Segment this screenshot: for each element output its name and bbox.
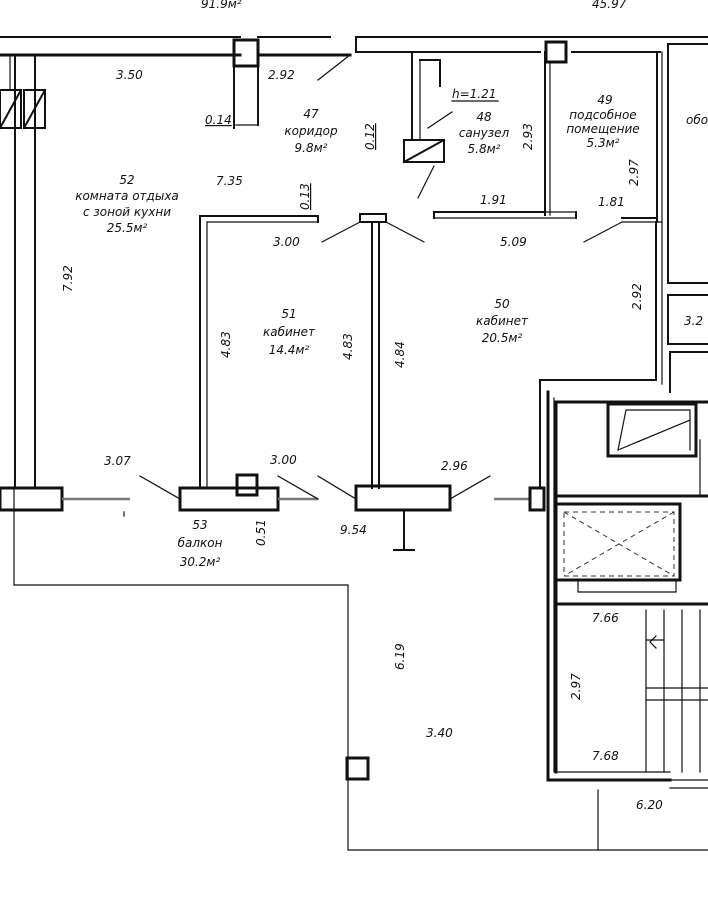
top-area-label: 91.9м²: [201, 0, 242, 11]
bathroom-walls: [233, 51, 577, 219]
svg-text:кабинет: кабинет: [263, 325, 316, 339]
column-top-left: [232, 38, 260, 68]
room-47-corridor: 47 коридор 9.8м²: [284, 107, 338, 155]
svg-text:30.2м²: 30.2м²: [180, 555, 221, 569]
svg-text:2.93: 2.93: [521, 123, 535, 150]
svg-text:0.12: 0.12: [363, 123, 377, 150]
svg-text:49: 49: [597, 93, 612, 107]
svg-text:47: 47: [303, 107, 319, 121]
dimension-labels: 3.50 2.92 0.14 0.12 2.93 2.97 7.35 0.13 …: [61, 68, 663, 812]
svg-text:53: 53: [192, 518, 207, 532]
svg-text:4.84: 4.84: [393, 341, 407, 368]
svg-text:50: 50: [494, 297, 510, 311]
svg-text:2.92: 2.92: [630, 283, 644, 310]
svg-text:52: 52: [119, 173, 134, 187]
svg-text:5.09: 5.09: [500, 235, 527, 249]
top-dimension-label: 45.97: [592, 0, 627, 11]
column-bottom: [345, 756, 370, 781]
room-53-balcony: 53 балкон 30.2м²: [178, 518, 223, 569]
ceiling-height-label: h=1.21: [452, 87, 496, 101]
svg-text:2.92: 2.92: [268, 68, 295, 82]
svg-text:20.5м²: 20.5м²: [482, 331, 523, 345]
svg-text:0.51: 0.51: [254, 519, 268, 546]
svg-text:48: 48: [476, 110, 492, 124]
svg-text:2.96: 2.96: [441, 459, 468, 473]
svg-text:1.91: 1.91: [480, 193, 507, 207]
stair-core: [546, 390, 708, 789]
left-column: [0, 54, 47, 586]
room-51-office: 51 кабинет 14.4м²: [263, 307, 316, 357]
interior-partitions: [199, 213, 425, 489]
svg-text:7.35: 7.35: [216, 174, 243, 188]
svg-text:6.19: 6.19: [393, 643, 407, 670]
svg-text:51: 51: [281, 307, 296, 321]
svg-text:3.50: 3.50: [116, 68, 143, 82]
svg-text:6.20: 6.20: [636, 798, 663, 812]
svg-text:4.83: 4.83: [219, 331, 233, 358]
svg-text:7.66: 7.66: [592, 611, 619, 625]
facade-balcony: [0, 475, 546, 551]
neighbor-dimension-label: 3.2: [684, 314, 703, 328]
svg-text:3.00: 3.00: [270, 453, 297, 467]
svg-text:комната отдыха: комната отдыха: [75, 189, 179, 203]
svg-text:2.97: 2.97: [569, 673, 583, 700]
neighbor-room-walls: [667, 43, 708, 393]
svg-text:1.81: 1.81: [598, 195, 625, 209]
svg-text:4.83: 4.83: [341, 333, 355, 360]
svg-text:14.4м²: 14.4м²: [269, 343, 310, 357]
svg-text:кабинет: кабинет: [476, 314, 529, 328]
svg-text:9.54: 9.54: [340, 523, 367, 537]
svg-text:3.07: 3.07: [104, 454, 131, 468]
svg-text:2.97: 2.97: [627, 159, 641, 186]
room-49-utility: 49 подсобное помещение 5.3м²: [566, 93, 639, 150]
svg-text:с зоной кухни: с зоной кухни: [83, 205, 171, 219]
svg-text:санузел: санузел: [459, 126, 510, 140]
neighbor-room-label: обо: [686, 113, 708, 127]
balcony-outline: [13, 584, 708, 851]
column-balcony: [235, 473, 259, 497]
svg-text:коридор: коридор: [284, 124, 338, 138]
svg-text:7.92: 7.92: [61, 265, 75, 292]
svg-text:5.8м²: 5.8м²: [468, 142, 501, 156]
svg-text:3.00: 3.00: [273, 235, 300, 249]
svg-text:балкон: балкон: [178, 536, 223, 550]
room-48-bathroom: 48 санузел 5.8м² h=1.21: [452, 87, 509, 156]
room-52-lounge: 52 комната отдыха с зоной кухни 25.5м²: [75, 173, 179, 235]
svg-text:0.13: 0.13: [298, 183, 312, 210]
svg-text:3.40: 3.40: [426, 726, 453, 740]
svg-text:7.68: 7.68: [592, 749, 619, 763]
column-top-right: [544, 40, 568, 64]
svg-text:9.8м²: 9.8м²: [295, 141, 328, 155]
svg-text:подсобное: подсобное: [569, 108, 636, 122]
svg-text:5.3м²: 5.3м²: [587, 136, 620, 150]
room-50-office: 50 кабинет 20.5м²: [476, 297, 529, 345]
room-50-right-wall: [539, 221, 663, 489]
exterior-walls: [0, 36, 708, 81]
svg-text:0.14: 0.14: [205, 113, 232, 127]
svg-text:25.5м²: 25.5м²: [107, 221, 148, 235]
svg-text:помещение: помещение: [566, 122, 639, 136]
